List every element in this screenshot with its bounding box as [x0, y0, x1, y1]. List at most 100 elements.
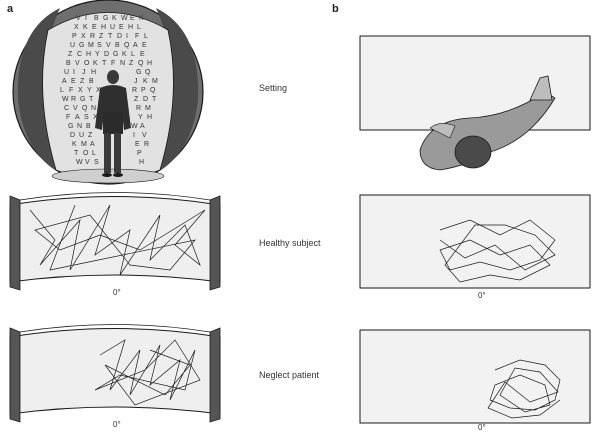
dome-letter: V: [76, 15, 81, 22]
dome-letter: H: [128, 24, 133, 31]
dome-letter: M: [81, 141, 87, 148]
dome-letter: U: [79, 132, 84, 139]
dome-letter: E: [71, 78, 76, 85]
dome-letter: E: [135, 141, 140, 148]
dome-letter: N: [120, 60, 125, 67]
dome-letter: D: [70, 132, 75, 139]
dome-letter: A: [133, 42, 138, 49]
dome-letter: M: [145, 105, 151, 112]
dome-letter: G: [79, 42, 84, 49]
dome-letter: I: [126, 33, 128, 40]
dome-letter: H: [147, 60, 152, 67]
dome-letter: M: [152, 78, 158, 85]
dome-letter: D: [104, 51, 109, 58]
dome-letter: K: [93, 60, 98, 67]
dome-letter: R: [90, 33, 95, 40]
dome-letter: H: [139, 159, 144, 166]
dome-letter: S: [94, 159, 99, 166]
dome-letter: N: [77, 123, 82, 130]
curved-screen-neglect: [10, 325, 220, 423]
dome-letter: P: [137, 150, 142, 157]
dome-letter: T: [152, 96, 157, 103]
dome-letter: K: [72, 141, 77, 148]
dome-letter: B: [94, 15, 99, 22]
dome-letter: X: [74, 24, 79, 31]
dome-letter: R: [144, 141, 149, 148]
dome-letter: F: [69, 87, 73, 94]
dome-letter: G: [80, 96, 85, 103]
dome-letter: K: [112, 15, 117, 22]
dome-letter: W: [62, 96, 69, 103]
dome-letter: Q: [124, 42, 130, 49]
dome-letter: R: [136, 105, 141, 112]
dome-letter: G: [113, 51, 118, 58]
dome-letter: K: [143, 78, 148, 85]
dome-letter: Q: [150, 87, 156, 94]
dome-letter: V: [106, 42, 111, 49]
dome-letter: H: [91, 69, 96, 76]
dome-letter: F: [66, 114, 70, 121]
dome-letter: E: [140, 51, 145, 58]
dome-letter: L: [137, 24, 141, 31]
dome-letter: Z: [129, 60, 134, 67]
dome-letter: Z: [88, 132, 93, 139]
dome-letter: R: [71, 96, 76, 103]
flat-screen-setting: [360, 36, 590, 170]
dome-letter: Y: [138, 114, 143, 121]
flat-screen-neglect: [360, 330, 590, 423]
dome-letter: W: [121, 15, 128, 22]
dome-letter: K: [139, 15, 144, 22]
dome-letter: Z: [134, 96, 139, 103]
dome-letter: P: [72, 33, 77, 40]
dome-letter: B: [86, 123, 91, 130]
dome-letter: J: [134, 78, 138, 85]
dome-letter: K: [122, 51, 127, 58]
dome-letter: G: [136, 69, 141, 76]
dome-letter: Z: [99, 33, 104, 40]
dome-letter: U: [64, 69, 69, 76]
dome-letter: Y: [87, 87, 92, 94]
dome-letter: O: [84, 60, 90, 67]
dome-letter: M: [88, 42, 94, 49]
dome-letter: B: [89, 78, 94, 85]
dome-letter: F: [111, 60, 115, 67]
dome-letter: I: [133, 132, 135, 139]
dome-letter: S: [84, 114, 89, 121]
dome-letter: E: [119, 24, 124, 31]
dome-letter: G: [68, 123, 73, 130]
dome-letter: A: [90, 141, 95, 148]
dome-letter: L: [60, 87, 64, 94]
dome-letter: A: [62, 78, 67, 85]
dome-letter: K: [83, 24, 88, 31]
dome-letter: Q: [82, 105, 88, 112]
dome-letter: N: [91, 105, 96, 112]
dome-letter: C: [64, 105, 69, 112]
dome-letter: I: [85, 15, 87, 22]
dome-letter: G: [103, 15, 108, 22]
dome-letter: H: [101, 24, 106, 31]
dome-letter: O: [83, 150, 89, 157]
dome-letter: V: [142, 132, 147, 139]
dome-letter: L: [131, 51, 135, 58]
dome-letter: C: [77, 51, 82, 58]
dome-letter: B: [115, 42, 120, 49]
curved-screen-healthy: [10, 193, 220, 291]
dome-letter: U: [110, 24, 115, 31]
dome-letter: P: [141, 87, 146, 94]
dome-letter: V: [85, 159, 90, 166]
dome-letter: T: [89, 96, 94, 103]
dome-letter: A: [75, 114, 80, 121]
dome-letter: D: [117, 33, 122, 40]
dome-letter: Y: [95, 51, 100, 58]
dome-letter: R: [132, 87, 137, 94]
dome-letter: X: [78, 87, 83, 94]
dome-letter: D: [143, 96, 148, 103]
dome-letter: A: [140, 123, 145, 130]
dome-letter: V: [75, 60, 80, 67]
dome-letter: T: [74, 150, 79, 157]
dome-letter: Q: [138, 60, 144, 67]
flat-screen-healthy: [360, 195, 590, 288]
dome-letter: I: [73, 69, 75, 76]
